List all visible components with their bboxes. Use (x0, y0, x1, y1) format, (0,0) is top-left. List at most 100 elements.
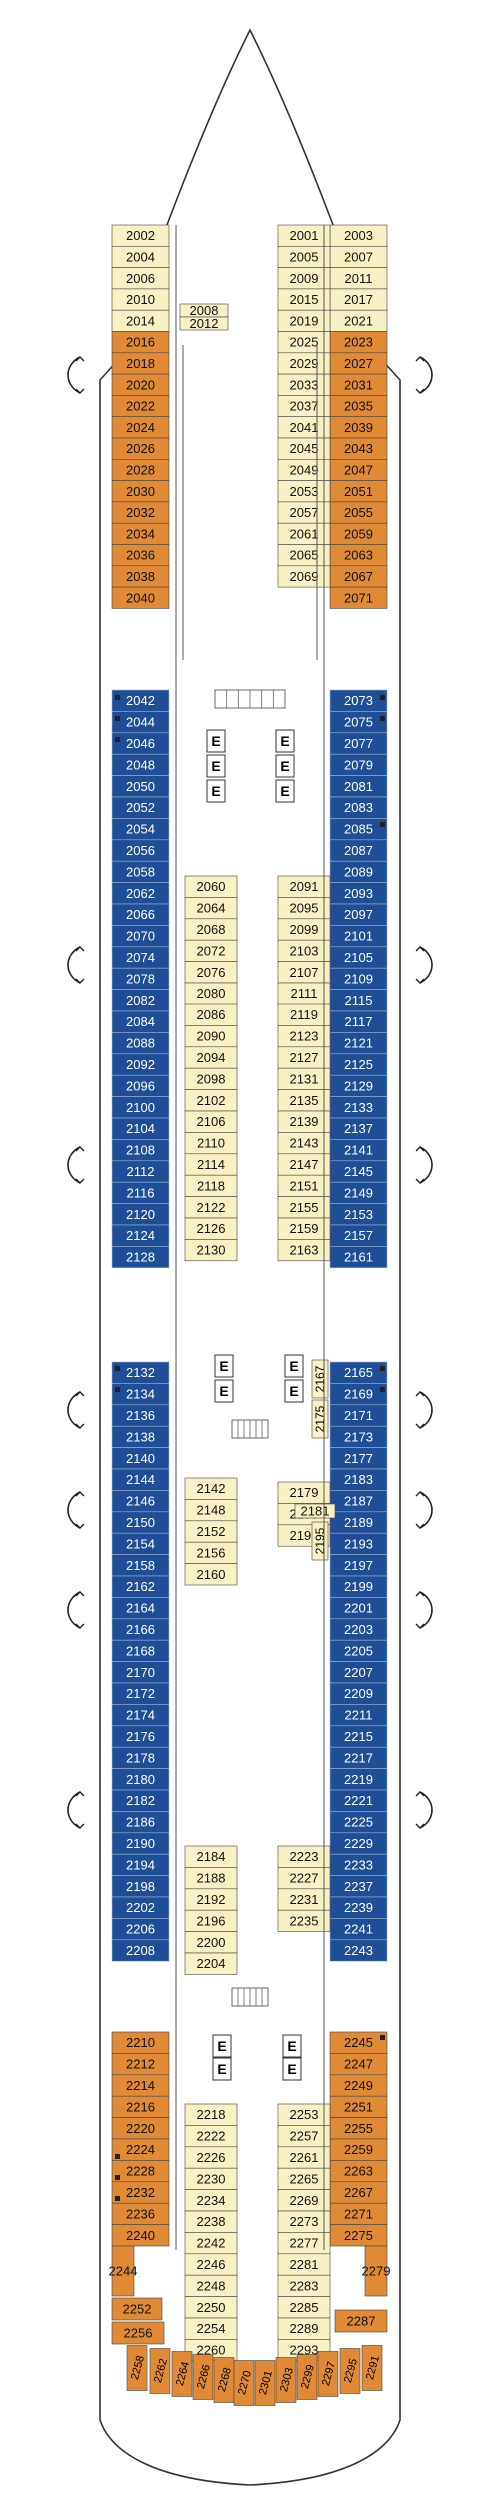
cabin-2220[interactable]: 2220 (111, 2117, 170, 2140)
cabin-2014[interactable]: 2014 (111, 309, 170, 332)
cabin-2066[interactable]: 2066 (111, 903, 170, 926)
cabin-2200[interactable]: 2200 (184, 1931, 238, 1954)
cabin-2181[interactable]: 2181 (294, 1504, 336, 1519)
cabin-2177[interactable]: 2177 (329, 1447, 388, 1470)
cabin-2249[interactable]: 2249 (329, 2074, 388, 2097)
cabin-2077[interactable]: 2077 (329, 732, 388, 755)
cabin-2029[interactable]: 2029 (277, 352, 331, 375)
cabin-2038[interactable]: 2038 (111, 565, 170, 588)
cabin-2003[interactable]: 2003 (329, 224, 388, 247)
cabin-2268[interactable]: 2268 (213, 2357, 235, 2403)
cabin-2021[interactable]: 2021 (329, 309, 388, 332)
cabin-2262[interactable]: 2262 (149, 2348, 171, 2394)
cabin-2255[interactable]: 2255 (329, 2117, 388, 2140)
cabin-2157[interactable]: 2157 (329, 1224, 388, 1247)
cabin-2193[interactable]: 2193 (329, 1532, 388, 1555)
cabin-2149[interactable]: 2149 (329, 1181, 388, 1204)
cabin-2076[interactable]: 2076 (184, 961, 238, 984)
cabin-2246[interactable]: 2246 (184, 2253, 238, 2276)
cabin-2036[interactable]: 2036 (111, 544, 170, 567)
cabin-2062[interactable]: 2062 (111, 882, 170, 905)
cabin-2099[interactable]: 2099 (277, 918, 331, 941)
cabin-2068[interactable]: 2068 (184, 918, 238, 941)
cabin-2034[interactable]: 2034 (111, 522, 170, 545)
cabin-2023[interactable]: 2023 (329, 331, 388, 354)
cabin-2010[interactable]: 2010 (111, 288, 170, 311)
cabin-2064[interactable]: 2064 (184, 897, 238, 920)
cabin-2143[interactable]: 2143 (277, 1132, 331, 1155)
cabin-2118[interactable]: 2118 (184, 1174, 238, 1197)
cabin-2257[interactable]: 2257 (277, 2125, 331, 2148)
cabin-2202[interactable]: 2202 (111, 1896, 170, 1919)
cabin-2252[interactable]: 2252 (111, 2297, 163, 2321)
cabin-2180[interactable]: 2180 (111, 1768, 170, 1791)
cabin-2271[interactable]: 2271 (329, 2202, 388, 2225)
cabin-2075[interactable]: 2075 (329, 711, 388, 734)
cabin-2301[interactable]: 2301 (254, 2360, 276, 2406)
cabin-2186[interactable]: 2186 (111, 1811, 170, 1834)
cabin-2216[interactable]: 2216 (111, 2095, 170, 2118)
cabin-2187[interactable]: 2187 (329, 1490, 388, 1513)
cabin-2111[interactable]: 2111 (277, 982, 331, 1005)
cabin-2184[interactable]: 2184 (184, 1845, 238, 1868)
cabin-2055[interactable]: 2055 (329, 501, 388, 524)
cabin-2019[interactable]: 2019 (277, 309, 331, 332)
cabin-2289[interactable]: 2289 (277, 2317, 331, 2340)
cabin-2273[interactable]: 2273 (277, 2210, 331, 2233)
cabin-2071[interactable]: 2071 (329, 586, 388, 609)
cabin-2285[interactable]: 2285 (277, 2296, 331, 2319)
cabin-2108[interactable]: 2108 (111, 1139, 170, 1162)
cabin-2147[interactable]: 2147 (277, 1153, 331, 1176)
cabin-2221[interactable]: 2221 (329, 1789, 388, 1812)
cabin-2171[interactable]: 2171 (329, 1404, 388, 1427)
cabin-2078[interactable]: 2078 (111, 967, 170, 990)
cabin-2225[interactable]: 2225 (329, 1811, 388, 1834)
cabin-2046[interactable]: 2046 (111, 732, 170, 755)
cabin-2067[interactable]: 2067 (329, 565, 388, 588)
cabin-2179[interactable]: 2179 (277, 1481, 331, 1504)
cabin-2141[interactable]: 2141 (329, 1139, 388, 1162)
cabin-2129[interactable]: 2129 (329, 1074, 388, 1097)
cabin-2297[interactable]: 2297 (317, 2351, 339, 2397)
cabin-2083[interactable]: 2083 (329, 796, 388, 819)
cabin-2079[interactable]: 2079 (329, 753, 388, 776)
cabin-2269[interactable]: 2269 (277, 2189, 331, 2212)
cabin-2158[interactable]: 2158 (111, 1554, 170, 1577)
cabin-2120[interactable]: 2120 (111, 1203, 170, 1226)
cabin-2085[interactable]: 2085 (329, 818, 388, 841)
cabin-2145[interactable]: 2145 (329, 1160, 388, 1183)
cabin-2008[interactable]: 2008 (179, 303, 229, 318)
cabin-2132[interactable]: 2132 (111, 1361, 170, 1384)
cabin-2236[interactable]: 2236 (111, 2202, 170, 2225)
cabin-2101[interactable]: 2101 (329, 925, 388, 948)
cabin-2165[interactable]: 2165 (329, 1361, 388, 1384)
cabin-2125[interactable]: 2125 (329, 1053, 388, 1076)
cabin-2205[interactable]: 2205 (329, 1639, 388, 1662)
cabin-2215[interactable]: 2215 (329, 1725, 388, 1748)
cabin-2291[interactable]: 2291 (361, 2345, 383, 2391)
cabin-2114[interactable]: 2114 (184, 1153, 238, 1176)
cabin-2156[interactable]: 2156 (184, 1541, 238, 1564)
cabin-2104[interactable]: 2104 (111, 1117, 170, 1140)
cabin-2190[interactable]: 2190 (111, 1832, 170, 1855)
cabin-2243[interactable]: 2243 (329, 1939, 388, 1962)
cabin-2028[interactable]: 2028 (111, 458, 170, 481)
cabin-2287[interactable]: 2287 (334, 2309, 388, 2333)
cabin-2015[interactable]: 2015 (277, 288, 331, 311)
cabin-2281[interactable]: 2281 (277, 2253, 331, 2276)
cabin-2222[interactable]: 2222 (184, 2125, 238, 2148)
cabin-2163[interactable]: 2163 (277, 1239, 331, 1262)
cabin-2020[interactable]: 2020 (111, 373, 170, 396)
cabin-2103[interactable]: 2103 (277, 939, 331, 962)
cabin-2139[interactable]: 2139 (277, 1110, 331, 1133)
cabin-2004[interactable]: 2004 (111, 246, 170, 268)
cabin-2192[interactable]: 2192 (184, 1888, 238, 1911)
cabin-2138[interactable]: 2138 (111, 1425, 170, 1448)
cabin-2233[interactable]: 2233 (329, 1853, 388, 1876)
cabin-2167[interactable]: 2167 (311, 1359, 329, 1399)
cabin-2030[interactable]: 2030 (111, 480, 170, 503)
cabin-2131[interactable]: 2131 (277, 1067, 331, 1090)
cabin-2265[interactable]: 2265 (277, 2167, 331, 2190)
cabin-2263[interactable]: 2263 (329, 2160, 388, 2183)
cabin-2299[interactable]: 2299 (296, 2354, 318, 2400)
